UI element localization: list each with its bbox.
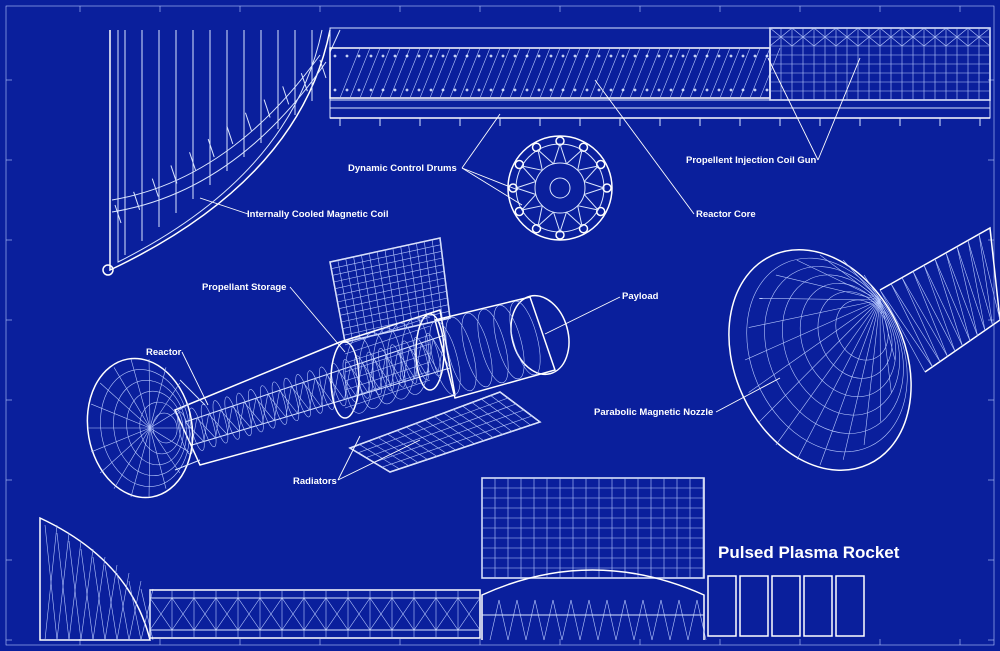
label-radiators: Radiators	[293, 476, 337, 487]
drawing-frame	[5, 5, 995, 646]
parabolic-nozzle-drawing	[728, 226, 1000, 471]
label-reactor: Reactor	[146, 347, 182, 358]
drawing-title: Pulsed Plasma Rocket	[718, 543, 900, 562]
label-payload: Payload	[622, 291, 659, 302]
label-reactor-core: Reactor Core	[696, 209, 756, 220]
leader-lines	[181, 57, 861, 481]
label-internally-cooled-magnetic-coil: Internally Cooled Magnetic Coil	[247, 209, 388, 220]
bottom-structures-drawing	[39, 477, 865, 641]
label-dynamic-control-drums: Dynamic Control Drums	[348, 163, 457, 174]
control-drums-drawing	[507, 135, 613, 241]
magnetic-coil-drawing	[102, 29, 341, 276]
reactor-core-drawing	[329, 27, 991, 126]
label-parabolic-magnetic-nozzle: Parabolic Magnetic Nozzle	[594, 407, 713, 418]
label-propellant-storage: Propellant Storage	[202, 282, 286, 293]
label-propellant-injection-coil-gun: Propellent Injection Coil Gun	[686, 155, 817, 166]
rocket-assembly-drawing	[86, 237, 570, 499]
